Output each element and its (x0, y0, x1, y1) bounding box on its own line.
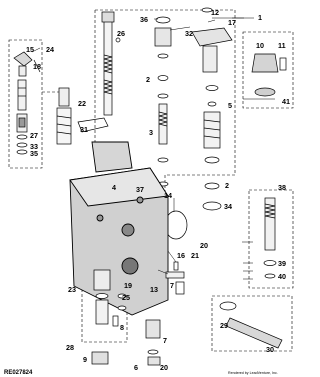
callout-35: 35 (30, 149, 38, 158)
callout-33: 33 (30, 142, 38, 151)
group-box-right-upper (242, 31, 294, 109)
callout-16: 16 (177, 251, 185, 260)
callout-41: 41 (282, 97, 290, 106)
group-box-right-lower (248, 189, 294, 289)
callout-2: 2 (146, 75, 150, 84)
callout-23: 23 (68, 285, 76, 294)
callout-13: 13 (150, 285, 158, 294)
callout-27: 27 (30, 131, 38, 140)
callout-3: 3 (149, 128, 153, 137)
callout-30: 30 (266, 345, 274, 354)
callout-6: 6 (134, 363, 138, 372)
figure-code: RE027824 (4, 370, 33, 376)
callout-34: 34 (224, 202, 232, 211)
lower-parts (91, 197, 283, 366)
plunger-part (58, 87, 70, 107)
callout-21: 21 (191, 251, 199, 260)
callout-31: 31 (80, 125, 88, 134)
callout-38: 38 (278, 183, 286, 192)
callout-1: 1 (258, 13, 262, 22)
callout-29: 29 (220, 321, 228, 330)
callout-28: 28 (66, 343, 74, 352)
left-group-parts (13, 51, 41, 155)
callout-8: 8 (120, 323, 124, 332)
cap-part (251, 53, 279, 73)
callout-12: 12 (211, 8, 219, 17)
cover-part (191, 27, 233, 47)
callout-5: 5 (228, 101, 232, 110)
callout-32: 32 (185, 29, 193, 38)
gasket-part (77, 117, 109, 133)
callout-9: 9 (83, 355, 87, 364)
callout-7: 7 (170, 281, 174, 290)
group-box-lower-right (211, 295, 293, 352)
callout-20: 20 (200, 241, 208, 250)
group-box-main (95, 9, 236, 176)
spool-part (17, 79, 27, 111)
callout-18: 18 (33, 62, 41, 71)
leader-lines (31, 17, 275, 280)
callout-15: 15 (26, 45, 34, 54)
callout-22: 22 (78, 99, 86, 108)
callout-24: 24 (46, 45, 54, 54)
callout-labels: 1 2 2 3 4 5 6 7 7 8 9 10 11 12 13 14 15 … (26, 8, 290, 372)
callout-25: 25 (122, 293, 130, 302)
spring-spool-column (56, 11, 121, 145)
callout-4: 4 (112, 183, 116, 192)
callout-11: 11 (278, 41, 286, 50)
callout-7b: 7 (163, 336, 167, 345)
callout-40: 40 (278, 272, 286, 281)
knob-part (13, 51, 33, 67)
callout-20b: 20 (160, 363, 168, 372)
credit-line: Rendered by LeadVenture, Inc. (228, 371, 278, 375)
group-box-left (8, 39, 43, 169)
fitting-part (225, 317, 283, 349)
callout-17: 17 (228, 18, 236, 27)
callout-19: 19 (124, 281, 132, 290)
callout-2b: 2 (225, 181, 229, 190)
exploded-parts-diagram: 1 2 2 3 4 5 6 7 7 8 9 10 11 12 13 14 15 … (4, 7, 294, 376)
callout-26: 26 (117, 29, 125, 38)
callout-37: 37 (136, 185, 144, 194)
callout-14: 14 (164, 191, 172, 200)
callout-10: 10 (256, 41, 264, 50)
callout-39: 39 (278, 259, 286, 268)
right-stack (154, 7, 287, 240)
callout-36: 36 (140, 15, 148, 24)
